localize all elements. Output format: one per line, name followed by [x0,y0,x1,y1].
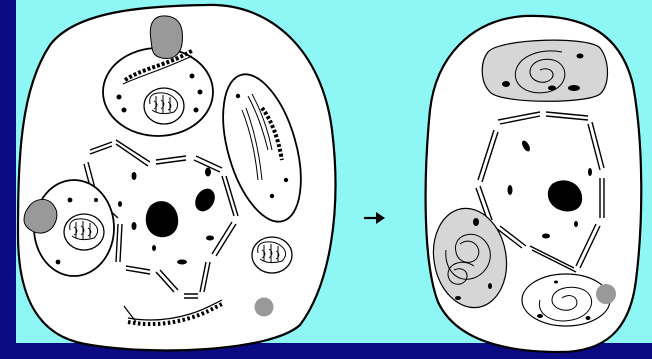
whorl-body-top [482,40,607,101]
cell-after [426,16,642,352]
grey-granule [255,298,274,317]
vacuole-top [103,48,213,136]
mitochondrion-top [144,88,184,124]
cell-before [18,5,335,351]
grey-granule-after [596,284,616,304]
grey-body-top [150,16,182,59]
whorl-body-bottom [522,274,610,326]
mitochondrion-free [252,237,292,273]
mitochondrion-left [64,214,104,250]
